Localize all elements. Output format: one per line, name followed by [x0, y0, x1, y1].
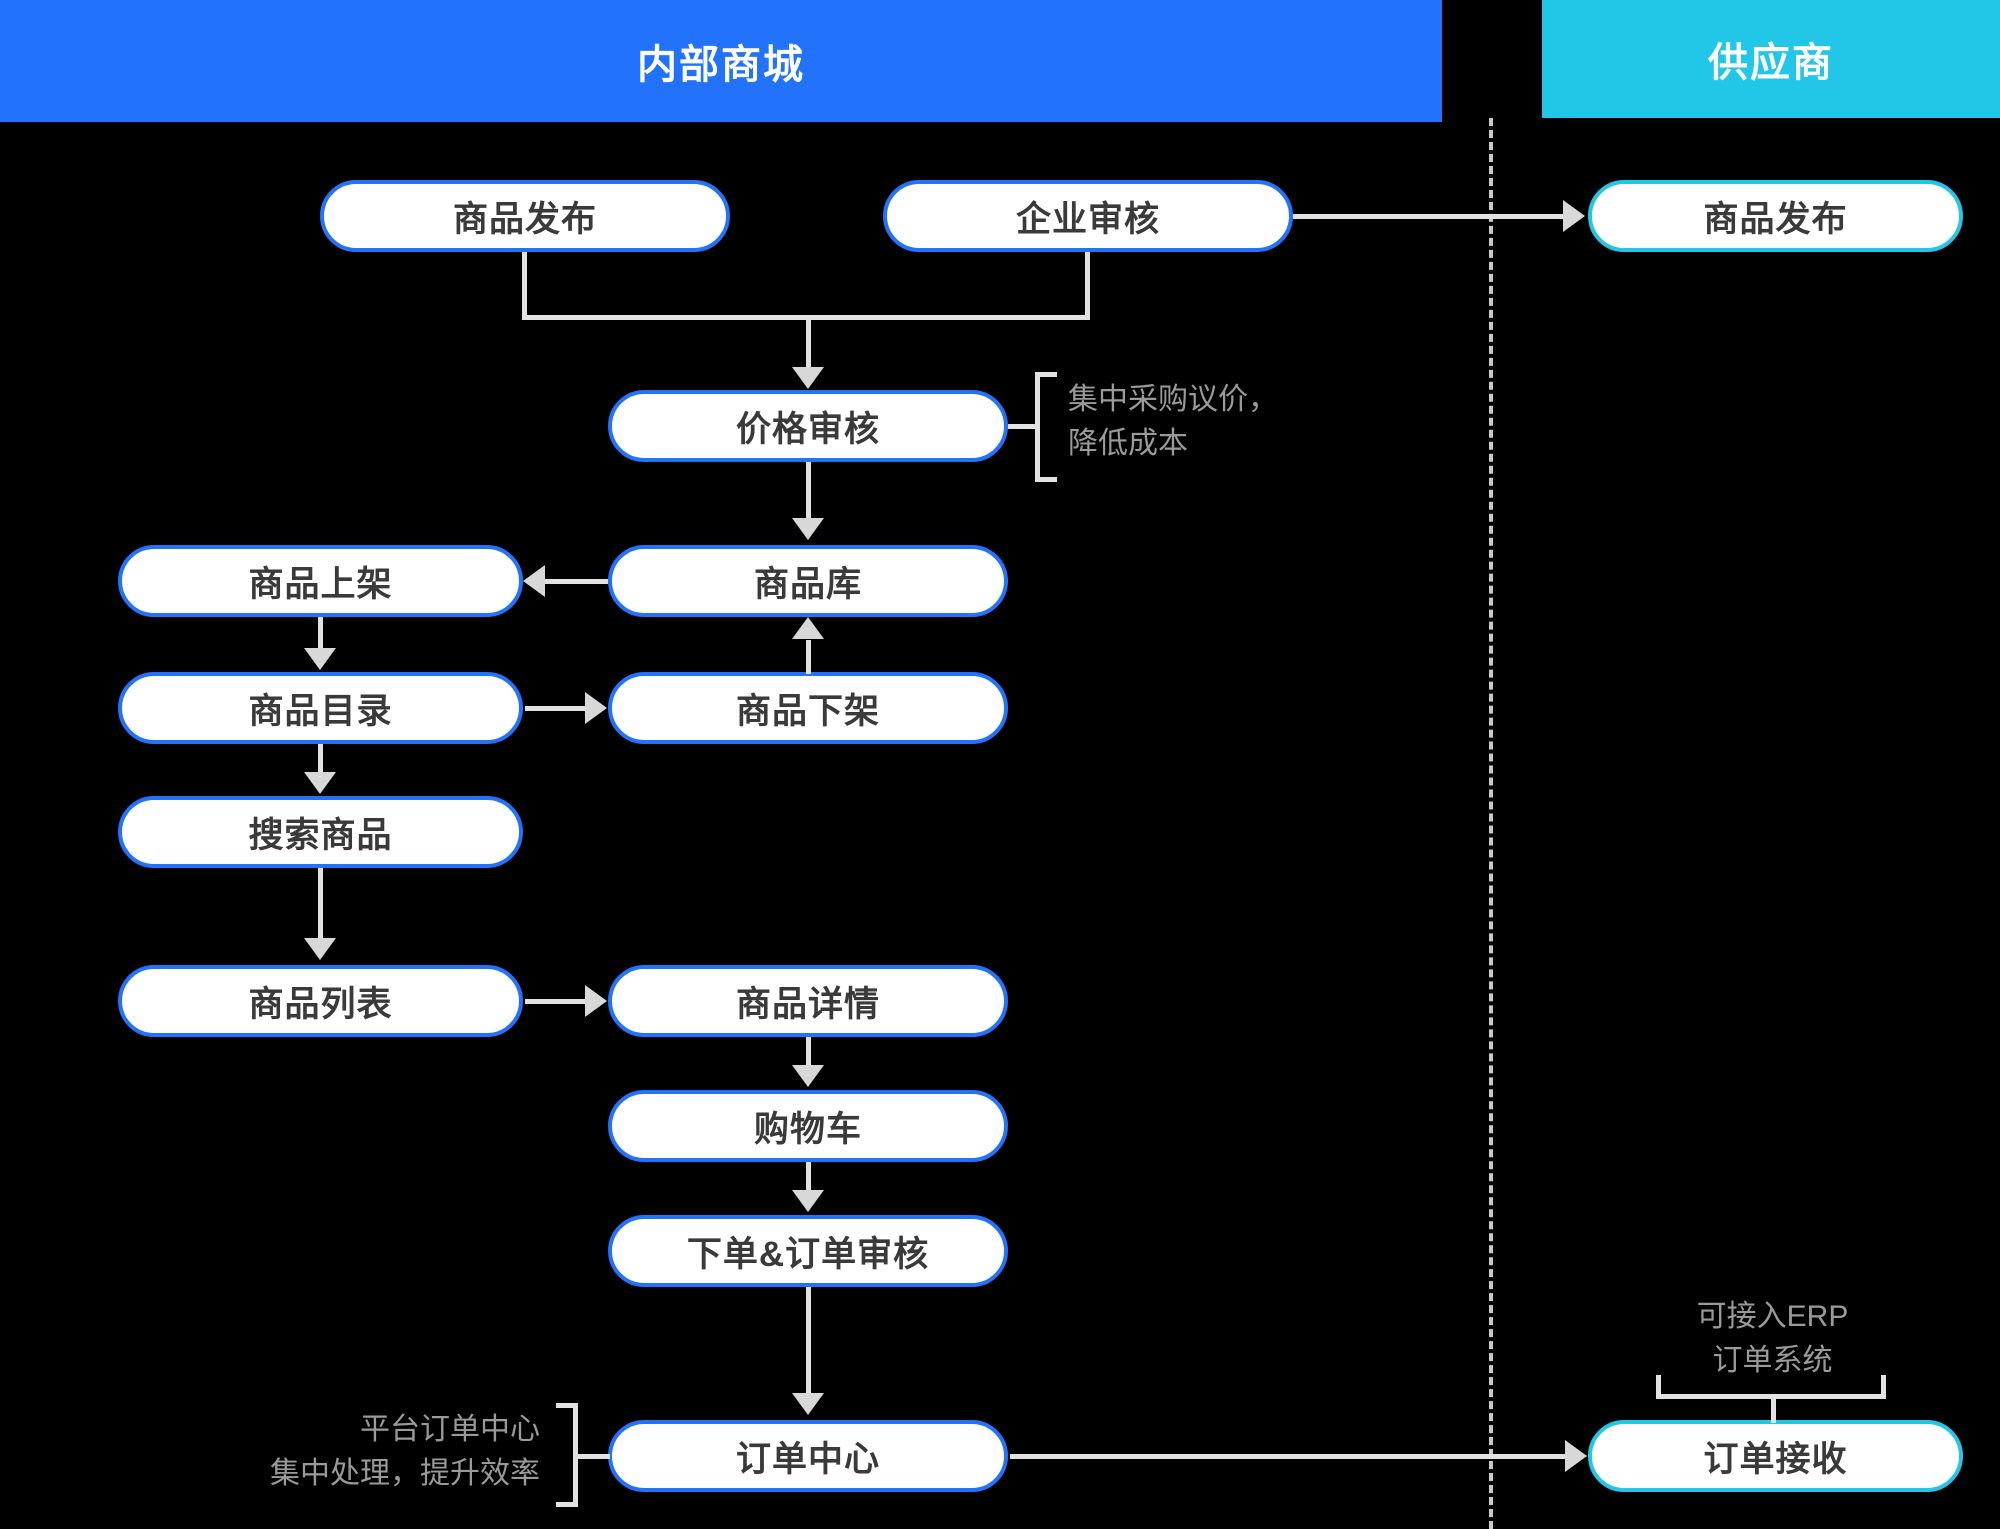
arrow-down-icon	[304, 772, 336, 794]
lane-header-internal: 内部商城	[0, 0, 1442, 122]
node-shopping-cart[interactable]: 购物车	[608, 1090, 1008, 1162]
node-label: 价格审核	[735, 409, 880, 449]
node-label: 商品库	[753, 564, 862, 604]
node-label: 搜索商品	[248, 815, 393, 855]
connector-price-review-to-library	[806, 462, 811, 520]
arrow-down-icon	[792, 1065, 824, 1087]
arrow-right-icon	[585, 692, 607, 724]
node-label: 商品发布	[1703, 199, 1848, 239]
connector-price-note-stub	[1008, 424, 1038, 429]
connector-search-to-list	[318, 868, 323, 940]
node-product-publish-internal[interactable]: 商品发布	[320, 180, 730, 252]
connector-merge-to-price-review	[806, 315, 811, 371]
connector-order-center-note-stub	[578, 1454, 610, 1459]
node-product-offshelf[interactable]: 商品下架	[608, 672, 1008, 744]
node-product-onshelf[interactable]: 商品上架	[118, 545, 523, 617]
node-enterprise-review[interactable]: 企业审核	[883, 180, 1293, 252]
node-order-center[interactable]: 订单中心	[608, 1420, 1008, 1492]
lane-header-supplier: 供应商	[1542, 0, 2000, 118]
node-label: 订单中心	[735, 1439, 880, 1479]
arrow-down-icon	[792, 1190, 824, 1212]
arrow-up-icon	[792, 617, 824, 639]
connector-enterprise-review-to-supplier-publish	[1293, 214, 1565, 219]
node-label: 商品上架	[248, 564, 393, 604]
node-product-library[interactable]: 商品库	[608, 545, 1008, 617]
node-label: 企业审核	[1015, 199, 1160, 239]
connector-offshelf-to-library	[806, 640, 811, 674]
node-label: 商品目录	[248, 691, 393, 731]
lane-title-supplier: 供应商	[1708, 41, 1834, 85]
connector-list-to-detail	[525, 999, 585, 1004]
connector-detail-to-cart	[806, 1037, 811, 1067]
node-place-order-review[interactable]: 下单&订单审核	[608, 1215, 1008, 1287]
node-label: 购物车	[753, 1109, 862, 1149]
node-product-list[interactable]: 商品列表	[118, 965, 523, 1037]
annotation-erp-note: 可接入ERP 订单系统	[1696, 1300, 1849, 1377]
connector-publish-down	[522, 252, 527, 318]
arrow-right-icon	[1563, 200, 1585, 232]
node-label: 下单&订单审核	[686, 1234, 930, 1274]
connector-cart-to-place-order	[806, 1162, 811, 1192]
arrow-down-icon	[792, 1393, 824, 1415]
connector-catalog-to-search	[318, 744, 323, 774]
annotation-price-note: 集中采购议价， 降低成本	[1068, 383, 1278, 460]
bracket-price-note	[1035, 372, 1057, 482]
node-label: 商品下架	[735, 691, 880, 731]
connector-order-center-to-order-receive	[1010, 1454, 1567, 1459]
connector-catalog-to-offshelf	[525, 706, 585, 711]
connector-onshelf-to-catalog	[318, 617, 323, 650]
connector-library-to-onshelf	[545, 579, 608, 584]
node-order-receive[interactable]: 订单接收	[1588, 1420, 1963, 1492]
node-product-publish-supplier[interactable]: 商品发布	[1588, 180, 1963, 252]
arrow-right-icon	[585, 985, 607, 1017]
arrow-left-icon	[523, 565, 545, 597]
arrow-down-icon	[304, 938, 336, 960]
node-search-product[interactable]: 搜索商品	[118, 796, 523, 868]
connector-review-down	[1085, 252, 1090, 318]
node-label: 商品详情	[735, 984, 880, 1024]
arrow-down-icon	[792, 367, 824, 389]
node-product-catalog[interactable]: 商品目录	[118, 672, 523, 744]
arrow-down-icon	[792, 518, 824, 540]
node-label: 商品列表	[248, 984, 393, 1024]
node-label: 订单接收	[1703, 1439, 1848, 1479]
arrow-right-icon	[1565, 1440, 1587, 1472]
node-price-review[interactable]: 价格审核	[608, 390, 1008, 462]
connector-place-order-to-order-center	[806, 1287, 811, 1395]
bracket-order-center-note	[556, 1403, 578, 1507]
connector-erp-note-stub	[1771, 1395, 1776, 1423]
node-product-detail[interactable]: 商品详情	[608, 965, 1008, 1037]
annotation-order-center-note: 平台订单中心 集中处理，提升效率	[270, 1413, 540, 1490]
node-label: 商品发布	[452, 199, 597, 239]
lane-title-internal: 内部商城	[637, 43, 805, 87]
lane-divider-dashed	[1489, 118, 1493, 1529]
bracket-erp-note	[1656, 1375, 1886, 1399]
arrow-down-icon	[304, 648, 336, 670]
